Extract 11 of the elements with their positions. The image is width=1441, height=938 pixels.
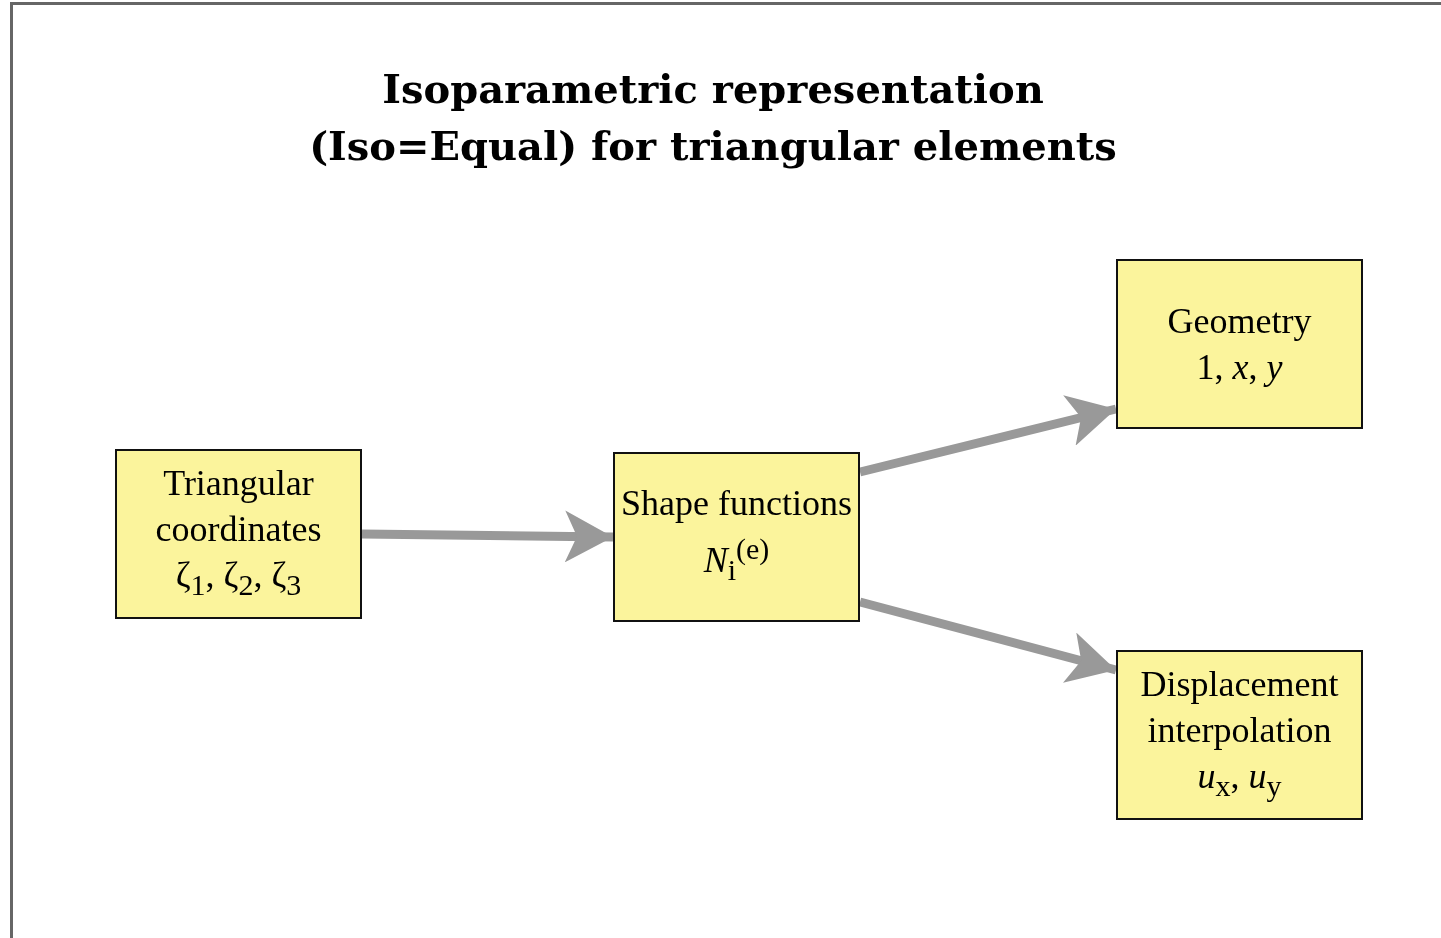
math-expression: 1, x, y <box>1196 346 1283 389</box>
box-label: Geometry <box>1167 300 1312 343</box>
process-box <box>1116 259 1363 429</box>
math-expression: ζ$_{1}$, ζ$_{2}$, ζ$_{3}$ <box>175 553 302 604</box>
math-expression: u$_{x}$, u$_{y}$ <box>1197 754 1282 805</box>
process-box <box>1116 650 1363 820</box>
process-box <box>613 452 860 622</box>
process-box <box>115 449 362 619</box>
title: Isoparametric representation (Iso=Equal) for triangular elements <box>308 64 1118 171</box>
arrow <box>361 510 614 563</box>
box-label: Shape functions <box>621 482 852 526</box>
